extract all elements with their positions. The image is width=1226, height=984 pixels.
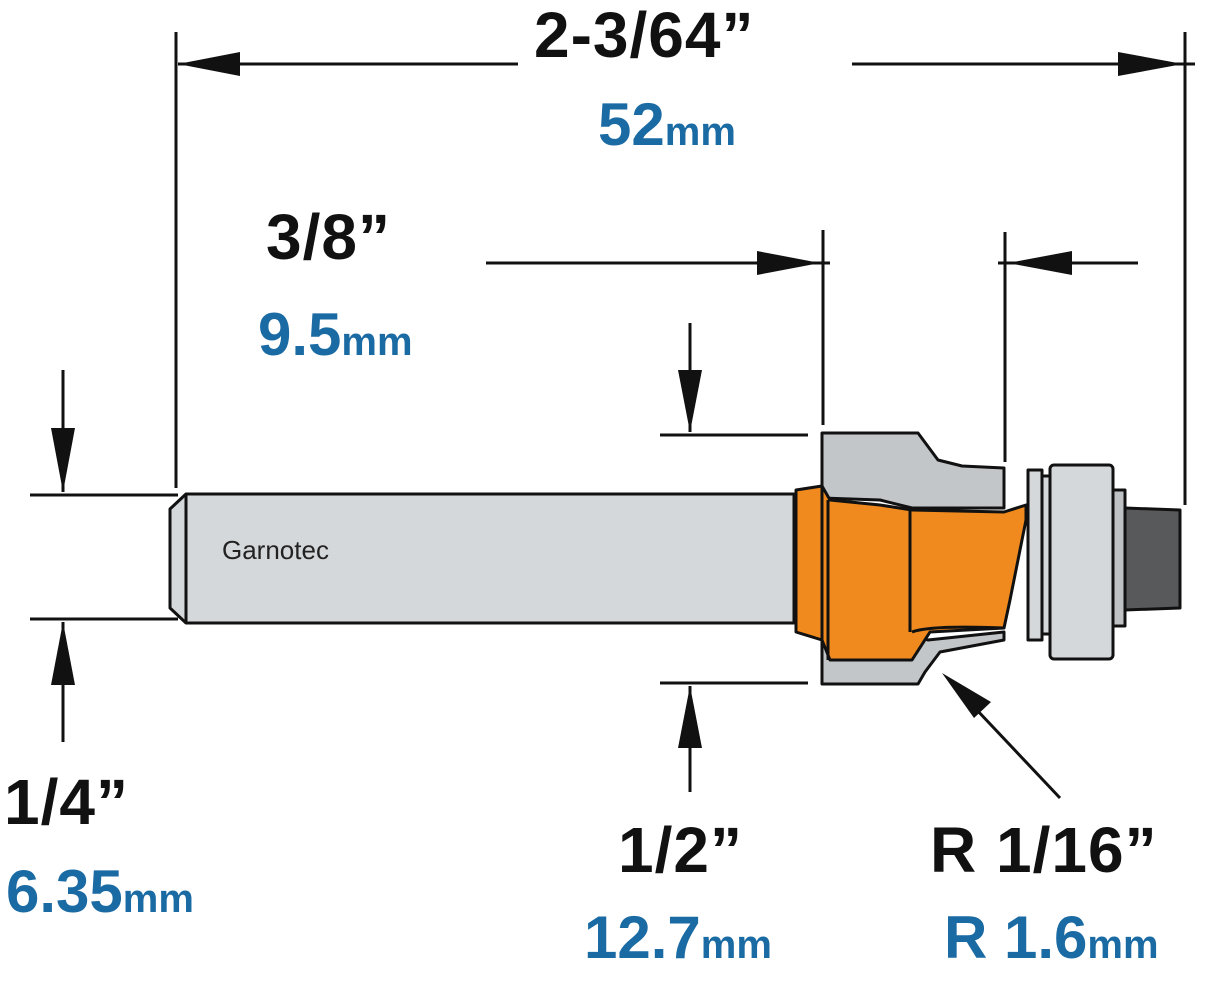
arrow-head xyxy=(1008,251,1072,275)
shank-diameter-imperial: 1/4” xyxy=(4,766,129,838)
cutting-height-metric-unit: mm xyxy=(341,320,413,364)
shank-diameter-metric-value: 6.35 xyxy=(6,858,123,925)
radius-imperial: R 1/16” xyxy=(930,814,1158,886)
router-bit xyxy=(168,431,1182,686)
overall-length-metric-unit: mm xyxy=(664,110,736,154)
radius-metric: R 1.6mm xyxy=(944,908,1159,968)
leader-line xyxy=(973,706,1062,800)
carbide-cutter-upper xyxy=(820,431,1006,510)
dim-cutting-diameter xyxy=(660,323,808,792)
arrow-head xyxy=(757,251,820,275)
bearing xyxy=(1048,463,1115,661)
cutting-height-metric-value: 9.5 xyxy=(258,301,342,368)
overall-length-imperial: 2-3/64” xyxy=(534,0,755,71)
dim-overall-length xyxy=(174,32,1195,505)
cutting-diameter-imperial: 1/2” xyxy=(618,814,743,886)
brand-label: Garnotec xyxy=(222,535,329,565)
overall-length-metric-value: 52 xyxy=(598,91,665,158)
arrow-head xyxy=(942,673,991,718)
cutting-diameter-metric: 12.7mm xyxy=(584,908,772,968)
radius-metric-value: R 1.6 xyxy=(944,904,1088,971)
arrow-head xyxy=(51,622,75,685)
radius-profile xyxy=(911,625,1005,634)
arrow-head xyxy=(51,428,75,492)
overall-length-metric: 52mm xyxy=(598,95,736,155)
arrow-head xyxy=(178,52,240,76)
leader-radius xyxy=(942,673,1062,800)
cutting-diameter-metric-unit: mm xyxy=(700,923,772,967)
dim-shank-diameter xyxy=(30,370,178,742)
cutting-diameter-metric-value: 12.7 xyxy=(584,904,701,971)
cutting-height-imperial: 3/8” xyxy=(266,201,391,273)
cutting-height-metric: 9.5mm xyxy=(258,305,413,365)
shank-diameter-metric: 6.35mm xyxy=(6,862,194,922)
arrow-head xyxy=(1118,52,1183,76)
arrow-head xyxy=(678,686,702,748)
shank-diameter-metric-unit: mm xyxy=(122,877,194,921)
bearing-inner-ring xyxy=(1111,488,1127,628)
bearing-washer xyxy=(1026,468,1044,642)
radius-metric-unit: mm xyxy=(1087,923,1159,967)
dim-cutting-height xyxy=(486,230,1138,462)
arrow-head xyxy=(678,370,702,432)
bearing-screw xyxy=(1123,506,1182,612)
